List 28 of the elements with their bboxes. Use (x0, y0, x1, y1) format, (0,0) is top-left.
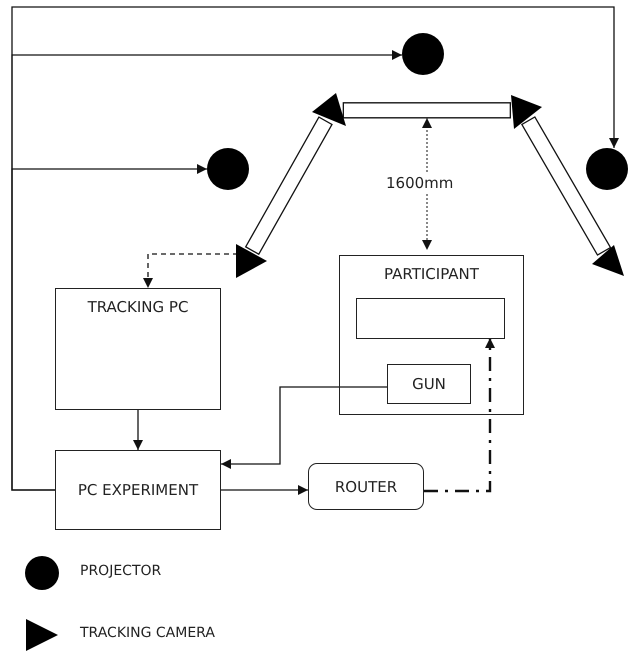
projector-circle (586, 148, 628, 190)
box-label: ROUTER (334, 476, 398, 498)
arrow (133, 410, 143, 450)
component-box (387, 364, 471, 404)
rail-connector (244, 116, 333, 256)
component-box (356, 298, 505, 339)
legend-label: PROJECTOR (78, 563, 164, 579)
rail-connector (520, 116, 612, 256)
rail-connector (342, 102, 511, 118)
arrow (143, 253, 238, 288)
box-label: GUN (412, 374, 446, 395)
camera-triangle (511, 95, 542, 129)
camera-triangle (312, 93, 346, 126)
projector-circle (402, 33, 444, 75)
process-box (308, 463, 424, 510)
projector-circle (207, 148, 249, 190)
camera-triangle (592, 245, 624, 276)
process-box (339, 255, 524, 415)
box-label: PARTICIPANT (384, 264, 479, 285)
process-box (55, 450, 221, 530)
arrow (11, 6, 619, 491)
arrow (221, 485, 308, 495)
arrow (424, 338, 495, 492)
camera-triangle (236, 244, 267, 278)
box-label: PC EXPERIMENT (78, 480, 198, 501)
process-box (55, 288, 221, 410)
arrow (221, 386, 387, 469)
box-label: TRACKING PC (88, 297, 188, 318)
